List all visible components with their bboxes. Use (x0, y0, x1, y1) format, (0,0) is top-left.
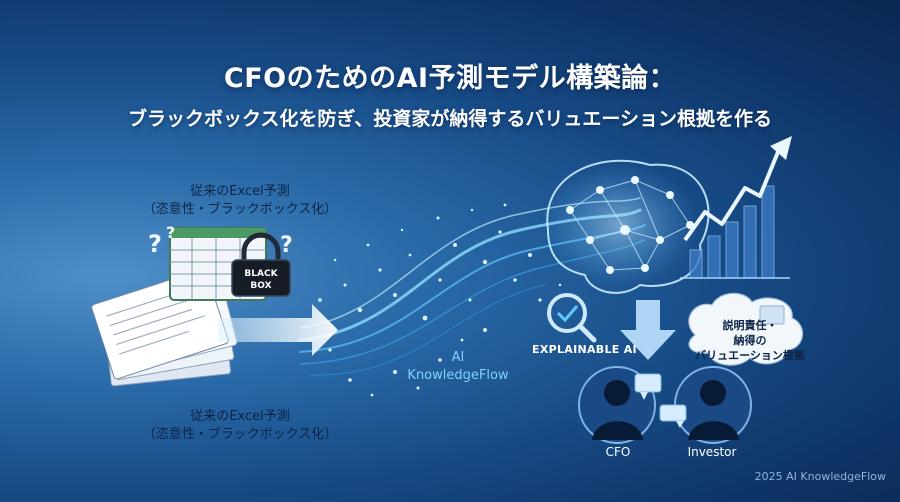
magnifier-check-icon (547, 293, 597, 343)
ai-brand-line1: AI (451, 350, 465, 365)
thought-bubble-text: 説明責任・ 納得の バリュエーション根拠 (690, 318, 810, 363)
cfo-label: CFO (605, 445, 631, 459)
investor-label: Investor (687, 445, 737, 459)
legacy-caption-top: 従来のExcel予測 （恣意性・ブラックボックス化） (140, 183, 340, 219)
blackbox-label-line2: BOX (250, 281, 272, 291)
page-title: CFOのためのAI予測モデル構築論： (223, 63, 677, 94)
legacy-caption-bottom-line1: 従来のExcel予測 (190, 409, 290, 424)
legacy-caption-top-line1: 従来のExcel予測 (190, 184, 290, 199)
data-particles (318, 203, 562, 397)
blackbox-label: BLACK BOX (236, 268, 286, 292)
growth-chart-icon (680, 136, 792, 279)
arrow-down-icon (620, 300, 676, 360)
svg-text:?: ? (280, 233, 293, 258)
footer-brand: 2025 AI KnowledgeFlow (754, 470, 886, 483)
thought-line2: 納得の (733, 334, 767, 347)
lock-icon (231, 232, 291, 297)
svg-text:?: ? (166, 223, 175, 242)
page-subtitle: ブラックボックス化を防ぎ、投資家が納得するバリュエーション根拠を作る (127, 108, 773, 130)
thought-line3: バリュエーション根拠 (695, 349, 805, 362)
explainable-ai-label: EXPLAINABLE AI (532, 343, 637, 356)
legacy-caption-bottom-line2: （恣意性・ブラックボックス化） (142, 427, 338, 442)
thought-line1: 説明責任・ (722, 319, 778, 332)
speech-bubble-icon (634, 373, 687, 428)
legacy-caption-bottom: 従来のExcel予測 （恣意性・ブラックボックス化） (140, 408, 340, 444)
legacy-caption-top-line2: （恣意性・ブラックボックス化） (142, 202, 338, 217)
brain-network-icon (542, 159, 710, 294)
ai-brand-line2: KnowledgeFlow (407, 368, 509, 383)
arrow-right-icon (218, 304, 338, 356)
svg-text:?: ? (148, 230, 162, 258)
ai-brand-label: AI KnowledgeFlow (398, 349, 518, 385)
blackbox-label-line1: BLACK (244, 269, 278, 279)
question-mark-icon: ? ? ? (148, 223, 293, 258)
